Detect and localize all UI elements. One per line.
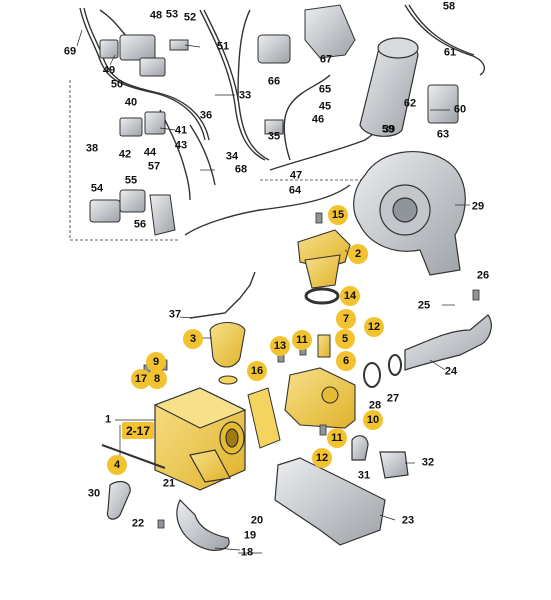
label-61: 61 [443, 46, 457, 59]
label-9: 9 [146, 352, 166, 372]
label-13: 13 [270, 336, 290, 356]
label-42: 42 [118, 148, 132, 161]
label-41: 41 [174, 124, 188, 137]
label-58: 58 [442, 0, 456, 13]
label-65: 65 [318, 83, 332, 96]
label-57: 57 [147, 160, 161, 173]
label-22: 22 [131, 517, 145, 530]
tank-59 [359, 37, 419, 137]
label-23: 23 [401, 514, 415, 527]
label-48: 48 [149, 9, 163, 22]
label-32: 32 [421, 456, 435, 469]
label-6: 6 [336, 351, 356, 371]
label-62: 62 [403, 97, 417, 110]
label-60: 60 [453, 103, 467, 116]
label-59: 59 [381, 123, 395, 136]
label-5: 5 [335, 329, 355, 349]
label-38: 38 [85, 142, 99, 155]
label-4: 4 [107, 455, 127, 475]
part-30-hose [106, 480, 131, 520]
part-6-actuator [317, 334, 331, 358]
label-10: 10 [363, 410, 383, 430]
label-17: 17 [131, 369, 151, 389]
label-12a: 12 [364, 317, 384, 337]
label-54: 54 [90, 182, 104, 195]
label-31: 31 [357, 469, 371, 482]
label-49: 49 [102, 64, 116, 77]
label-25: 25 [417, 299, 431, 312]
label-43: 43 [174, 139, 188, 152]
label-26: 26 [476, 269, 490, 282]
label-35: 35 [267, 130, 281, 143]
label-52: 52 [183, 11, 197, 24]
label-7: 7 [336, 309, 356, 329]
label-11a: 11 [292, 330, 312, 350]
part-2-housing [297, 229, 351, 289]
part-14-clamp [304, 287, 340, 305]
label-69: 69 [63, 45, 77, 58]
group-outline [69, 80, 370, 241]
label-19: 19 [243, 529, 257, 542]
label-66: 66 [267, 75, 281, 88]
label-15: 15 [328, 205, 348, 225]
label-21: 21 [162, 477, 176, 490]
label-28: 28 [368, 399, 382, 412]
label-27: 27 [386, 392, 400, 405]
label-45: 45 [318, 100, 332, 113]
label-64: 64 [288, 184, 302, 197]
label-11b: 11 [327, 428, 347, 448]
label-18: 18 [240, 546, 254, 559]
label-55: 55 [124, 174, 138, 187]
label-34: 34 [225, 150, 239, 163]
label-47: 47 [289, 169, 303, 182]
part-28-clamp [363, 354, 402, 388]
label-1: 1 [104, 413, 112, 426]
part-32-flange [379, 451, 409, 479]
label-29: 29 [471, 200, 485, 213]
label-44: 44 [143, 146, 157, 159]
label-68: 68 [234, 163, 248, 176]
label-30: 30 [87, 487, 101, 500]
part-19-pipe [176, 498, 230, 551]
label-36: 36 [199, 109, 213, 122]
label-20: 20 [250, 514, 264, 527]
label-33: 33 [238, 89, 252, 102]
part-10-valve [284, 367, 356, 429]
label-63: 63 [436, 128, 450, 141]
part-3-diaphragm [209, 321, 246, 385]
label-50: 50 [110, 78, 124, 91]
group-label-box [122, 422, 154, 439]
turbocharger-29 [353, 151, 466, 276]
upper-hoses [79, 4, 485, 236]
label-67: 67 [319, 53, 333, 66]
label-39: 39 [382, 123, 396, 136]
label-14: 14 [340, 286, 360, 306]
upper-small-parts [89, 4, 459, 236]
label-24: 24 [444, 365, 458, 378]
part-31-elbow [351, 435, 369, 461]
part-4-rod [101, 444, 166, 469]
label-8: 8 [147, 369, 167, 389]
part-37-line [189, 271, 256, 319]
group-label: 2-17 [126, 424, 150, 438]
label-2: 2 [348, 244, 368, 264]
egr-cooler [153, 387, 247, 491]
label-12b: 12 [312, 448, 332, 468]
label-56: 56 [133, 218, 147, 231]
label-3: 3 [183, 329, 203, 349]
label-53: 53 [165, 8, 179, 21]
part-24-pipe [404, 314, 492, 371]
label-46: 46 [311, 113, 325, 126]
part-16-gasket [247, 387, 281, 449]
label-16: 16 [247, 361, 267, 381]
label-40: 40 [124, 96, 138, 109]
label-37: 37 [168, 308, 182, 321]
label-51: 51 [216, 40, 230, 53]
